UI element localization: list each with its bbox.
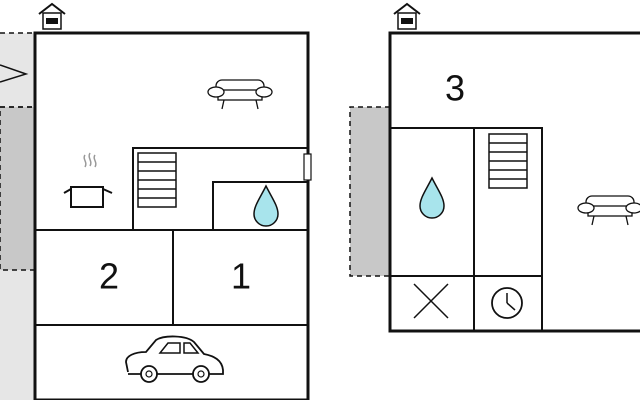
terrace xyxy=(349,106,390,277)
car-icon xyxy=(125,335,224,383)
house-icon xyxy=(393,2,421,30)
floor-right: 3 xyxy=(349,2,640,333)
sofa-icon xyxy=(577,195,640,226)
stairs-icon xyxy=(137,152,177,208)
clock-icon xyxy=(491,287,523,319)
outer-walls xyxy=(33,31,310,400)
bathroom-wall xyxy=(212,181,308,230)
sofa-icon xyxy=(207,79,273,110)
room-number: 1 xyxy=(231,256,251,297)
room-number: 2 xyxy=(99,256,119,297)
stairs-icon xyxy=(488,133,528,189)
room-number: 3 xyxy=(445,68,465,109)
outer-walls xyxy=(388,31,640,333)
water-drop-icon xyxy=(253,184,279,227)
arrow-icon xyxy=(0,64,29,83)
water-drop-icon xyxy=(419,176,445,219)
cooking-pot-icon xyxy=(63,152,113,208)
interior-wall xyxy=(390,127,543,331)
cross-icon xyxy=(413,283,449,319)
house-icon xyxy=(38,2,66,30)
terrace xyxy=(0,106,36,271)
floor-left: 2 1 xyxy=(0,2,312,400)
window xyxy=(303,153,312,181)
interior-wall xyxy=(132,147,308,230)
